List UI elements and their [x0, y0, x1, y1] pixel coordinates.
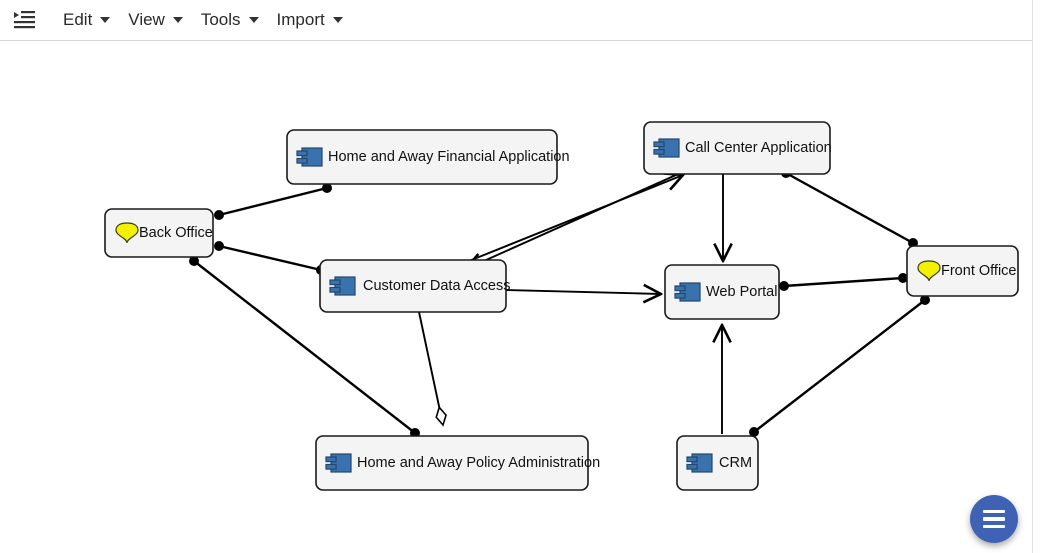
edge-back-office--home-away-policy-admin[interactable] [189, 256, 420, 438]
edge-endpoint-dot [920, 295, 930, 305]
node-label: Back Office [139, 225, 213, 241]
edge-endpoint-dot [214, 241, 224, 251]
menu-item-edit[interactable]: Edit [54, 5, 119, 35]
edge-endpoint-dot [779, 281, 789, 291]
application-component-icon [325, 453, 352, 473]
node-label: CRM [719, 455, 752, 471]
node-label: Call Center Application [685, 140, 832, 156]
edge-endpoint-dot [749, 427, 759, 437]
edge-call-center--front-office[interactable] [781, 168, 918, 248]
chevron-down-icon [332, 17, 343, 23]
node-label: Web Portal [706, 284, 777, 300]
chevron-down-icon [248, 17, 259, 23]
edge-endpoint-dot [214, 210, 224, 220]
edge-back-office--customer-data-access[interactable] [214, 241, 326, 275]
edge-back-office--home-away-financial[interactable] [214, 183, 332, 220]
menu-item-tools[interactable]: Tools [192, 5, 268, 35]
node-label: Home and Away Policy Administration [357, 455, 600, 471]
application-component-icon [686, 453, 713, 473]
application-component-icon [296, 147, 323, 167]
floating-menu-button[interactable] [970, 495, 1018, 543]
edge-endpoint-dot [898, 273, 908, 283]
menu-item-import[interactable]: Import [268, 5, 352, 35]
sidebar-list-icon[interactable] [10, 7, 40, 33]
edge-web-portal--front-office[interactable] [779, 273, 908, 291]
node-crm[interactable]: CRM [676, 435, 759, 491]
location-icon [115, 222, 139, 244]
application-component-icon [674, 282, 701, 302]
hamburger-menu-icon-bar [983, 524, 1005, 529]
edge-customer-data-access--home-away-policy-admin[interactable] [418, 311, 448, 427]
edge-customer-data-access--web-portal[interactable] [505, 290, 661, 294]
application-component-icon [653, 138, 680, 158]
menu-item-view-label: View [128, 10, 165, 29]
node-label: Customer Data Access [363, 278, 510, 294]
menu-item-tools-label: Tools [200, 10, 241, 29]
diagram-canvas[interactable]: Back Office Home and Away Financial Appli… [0, 42, 1032, 553]
hamburger-menu-icon [983, 509, 1005, 514]
menu-item-import-label: Import [276, 10, 325, 29]
node-label: Front Office [941, 263, 1016, 279]
archimate-diagram[interactable]: Back Office Home and Away Financial Appli… [0, 42, 1032, 553]
node-back-office[interactable]: Back Office [104, 208, 214, 258]
menu-item-edit-label: Edit [63, 10, 93, 29]
node-home-away-policy-admin[interactable]: Home and Away Policy Administration [315, 435, 600, 491]
aggregation-diamond-icon [435, 405, 447, 427]
edge-call-center--customer-data-access-2[interactable] [466, 174, 677, 269]
edge-endpoint-dot [189, 256, 199, 266]
menu-item-view[interactable]: View [119, 5, 192, 35]
vertical-scrollbar-gutter[interactable] [1032, 0, 1040, 553]
node-label: Home and Away Financial Application [328, 149, 570, 165]
edge-crm--front-office[interactable] [749, 295, 930, 437]
application-component-icon [329, 276, 356, 296]
edge-endpoint-dot [322, 183, 332, 193]
chevron-down-icon [100, 17, 111, 23]
node-customer-data-access[interactable]: Customer Data Access [319, 259, 510, 313]
location-icon [917, 260, 941, 282]
node-front-office[interactable]: Front Office [906, 245, 1019, 297]
chevron-down-icon [172, 17, 183, 23]
hamburger-menu-icon-bar [983, 517, 1005, 521]
node-layer: Back Office Home and Away Financial Appli… [104, 121, 1019, 491]
edge-customer-data-access--call-center-1[interactable] [468, 175, 683, 262]
top-menu-bar: Edit View Tools Import [0, 0, 1032, 41]
node-web-portal[interactable]: Web Portal [664, 264, 780, 320]
node-home-away-financial[interactable]: Home and Away Financial Application [286, 129, 570, 185]
edge-layer [189, 168, 930, 438]
node-call-center-application[interactable]: Call Center Application [643, 121, 832, 175]
